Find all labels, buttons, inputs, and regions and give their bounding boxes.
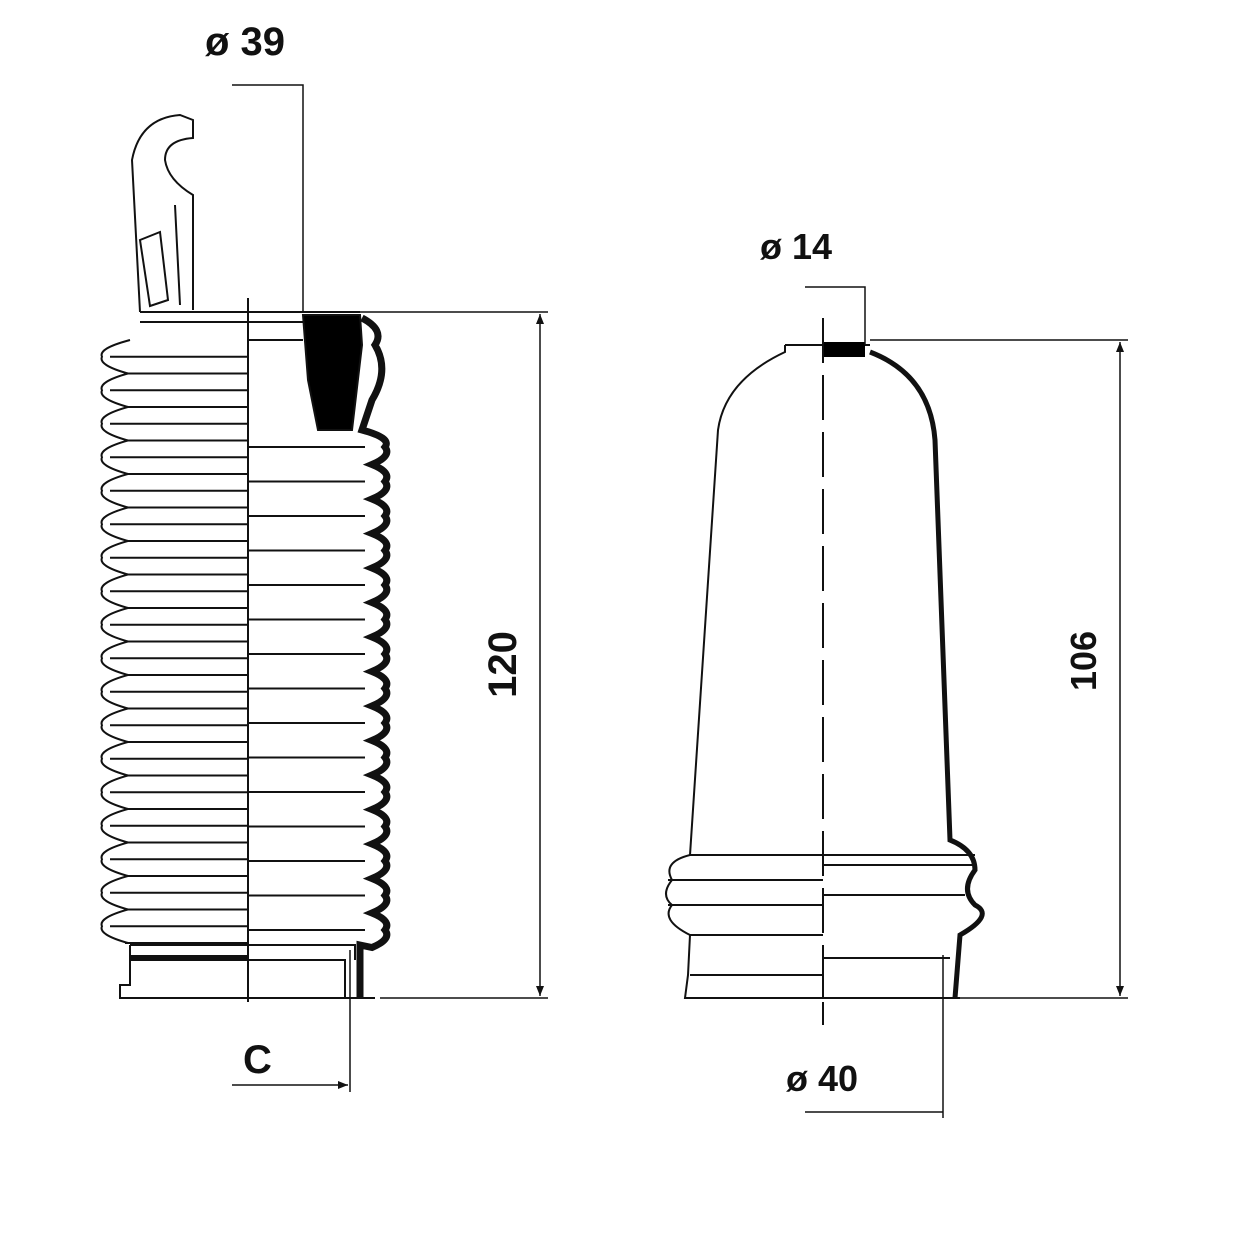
rib-line — [110, 456, 248, 475]
rib-line — [110, 489, 248, 509]
rib-line — [110, 355, 248, 375]
right-top-diameter-label: ø 14 — [760, 226, 833, 267]
rib-line — [110, 523, 248, 542]
rib-line — [110, 724, 248, 743]
right-bottom-diameter-label: ø 40 — [786, 1058, 859, 1099]
top-collar — [140, 311, 360, 341]
dimension-lines — [232, 84, 1128, 1118]
rib-line — [110, 791, 248, 810]
top-band — [301, 314, 364, 431]
bottom-collar — [119, 944, 375, 999]
ribs — [110, 355, 365, 944]
rib-line — [110, 891, 248, 911]
left-c-label: C — [243, 1038, 272, 1082]
rib-line — [110, 690, 248, 710]
rib-line — [110, 389, 248, 408]
right-height-label: 106 — [1063, 630, 1105, 692]
boot-outline-left — [689, 345, 786, 856]
boot-convolutions — [665, 854, 975, 999]
left-bellows — [100, 113, 391, 1002]
left-height-label: 120 — [480, 631, 525, 698]
rib-line — [110, 422, 248, 442]
rib-line — [110, 824, 248, 844]
rib-line — [110, 925, 248, 944]
right-boot — [665, 318, 985, 1025]
boot-outline-right — [869, 349, 985, 999]
rib-line — [110, 757, 248, 777]
rib-line — [110, 590, 248, 609]
right-profile — [356, 314, 391, 998]
left-top-diameter-label: ø 39 — [205, 20, 286, 64]
clip-hook — [130, 113, 194, 313]
rib-line — [110, 858, 248, 877]
rib-line — [110, 623, 248, 643]
rib-line — [110, 657, 248, 676]
rib-line — [110, 556, 248, 576]
